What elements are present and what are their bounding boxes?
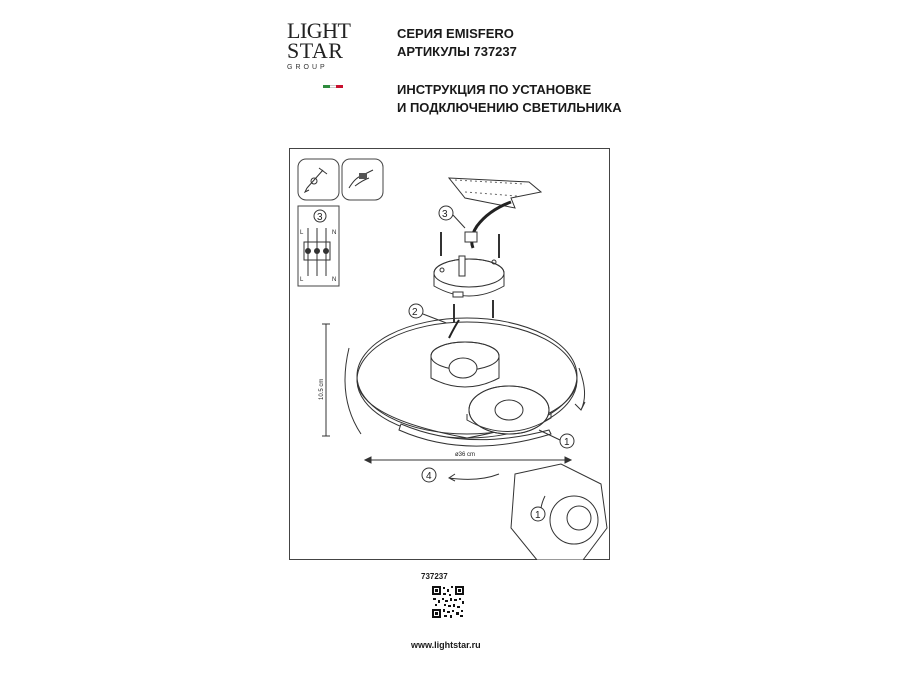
wire-label-n-bottom: N bbox=[332, 277, 336, 283]
screwdriver-icon bbox=[297, 158, 340, 201]
step-3-label: 3 bbox=[442, 209, 448, 220]
ceiling-screws bbox=[440, 231, 500, 258]
step-3-marker: 3 bbox=[438, 205, 466, 229]
terminal-step-number: 3 bbox=[317, 212, 323, 223]
step-1-marker: 1 bbox=[538, 429, 575, 449]
led-ring bbox=[466, 385, 552, 435]
article-numbers: АРТИКУЛЫ 737237 bbox=[397, 44, 517, 59]
series-block: СЕРИЯ EMISFERO АРТИКУЛЫ 737237 bbox=[397, 25, 517, 61]
website-link[interactable]: www.lightstar.ru bbox=[411, 640, 481, 650]
wire-label-n: N bbox=[332, 230, 336, 236]
step-4-marker: 4 bbox=[421, 467, 500, 483]
height-dimension: 10.5 cm bbox=[319, 323, 330, 437]
rotation-arrow-right bbox=[574, 367, 586, 411]
step-2-label: 2 bbox=[412, 307, 418, 318]
title-line-1: ИНСТРУКЦИЯ ПО УСТАНОВКЕ bbox=[397, 82, 592, 97]
wire-label-l-bottom: L bbox=[300, 277, 304, 283]
lightstar-logo: LIGHT STAR GROUP bbox=[287, 18, 351, 101]
italian-flag-icon bbox=[323, 85, 344, 88]
series-name: СЕРИЯ EMISFERO bbox=[397, 26, 514, 41]
step-1-label: 1 bbox=[564, 437, 570, 448]
logo-line-1: LIGHT bbox=[287, 18, 351, 43]
title-line-2: И ПОДКЛЮЧЕНИЮ СВЕТИЛЬНИКА bbox=[397, 100, 622, 115]
ceiling-surface bbox=[447, 177, 543, 209]
diameter-dimension: ø36 cm bbox=[363, 452, 573, 464]
diameter-dimension-label: ø36 cm bbox=[455, 452, 475, 458]
wire-stripper-icon bbox=[341, 158, 384, 201]
diagram-frame bbox=[289, 148, 610, 560]
detail-step-1-label: 1 bbox=[535, 510, 541, 521]
logo-line-3: GROUP bbox=[287, 64, 328, 71]
installation-diagram: 3 L N L N 3 bbox=[297, 158, 608, 560]
step-2-marker: 2 bbox=[408, 303, 450, 325]
lamp-housing bbox=[430, 319, 500, 388]
wire-label-l: L bbox=[300, 230, 304, 236]
height-dimension-label: 10.5 cm bbox=[319, 379, 325, 400]
qr-code-icon bbox=[431, 585, 465, 619]
mains-cable bbox=[470, 200, 512, 249]
step-4-label: 4 bbox=[426, 471, 432, 482]
logo-line-2: STAR bbox=[287, 38, 344, 63]
mounting-plate bbox=[433, 255, 505, 298]
terminal-block-icon: 3 L N L N bbox=[297, 205, 340, 287]
footer-article: 737237 bbox=[421, 572, 448, 581]
rotation-arrow-left bbox=[344, 347, 362, 435]
document-title: ИНСТРУКЦИЯ ПО УСТАНОВКЕ И ПОДКЛЮЧЕНИЮ СВ… bbox=[397, 81, 622, 117]
rotation-detail: 1 bbox=[510, 463, 608, 560]
